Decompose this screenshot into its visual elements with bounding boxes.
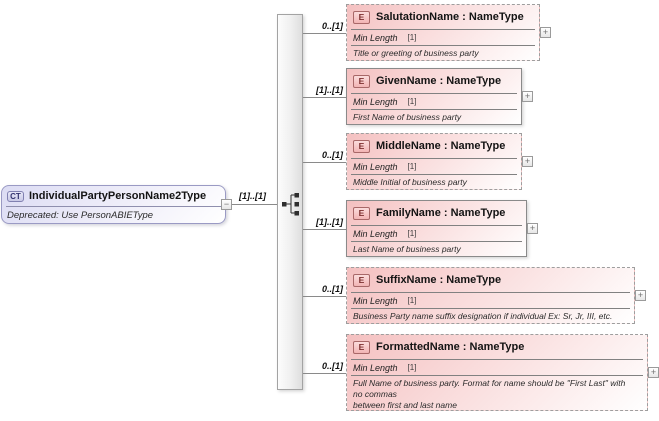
element-icon: E	[353, 340, 370, 354]
divider	[351, 359, 643, 360]
element-header: E FormattedName : NameType	[347, 335, 647, 359]
element-icon: E	[353, 273, 370, 287]
divider	[351, 292, 630, 293]
cardinality-label: [1]..[1]	[316, 217, 343, 227]
expand-icon[interactable]: +	[648, 367, 659, 378]
collapse-icon[interactable]: −	[221, 199, 232, 210]
element-box-family-name[interactable]: E FamilyName : NameType Min Length [1] L…	[346, 200, 527, 257]
element-description: Full Name of business party. Format for …	[353, 378, 626, 410]
facet-row: Min Length [1]	[347, 226, 526, 241]
expand-icon[interactable]: +	[527, 223, 538, 234]
complex-type-title: IndividualPartyPersonName2Type	[29, 190, 207, 202]
cardinality-label: [1]..[1]	[239, 191, 266, 201]
divider	[351, 29, 535, 30]
facet-value: [1]	[407, 162, 417, 171]
facet-row: Min Length [1]	[347, 94, 521, 109]
divider	[351, 158, 517, 159]
sequence-icon	[282, 193, 299, 216]
complex-type-annotation: Deprecated: Use PersonABIEType	[7, 210, 154, 221]
facet-value: [1]	[407, 296, 417, 305]
facet-label: Min Length	[353, 228, 398, 239]
divider	[351, 45, 535, 46]
facet-row: Min Length [1]	[347, 360, 647, 375]
divider	[351, 308, 630, 309]
element-title: GivenName : NameType	[376, 75, 502, 87]
connector-line	[303, 97, 346, 98]
complex-type-icon: CT	[7, 190, 24, 202]
divider	[351, 93, 517, 94]
cardinality-label: 0..[1]	[321, 361, 343, 371]
divider	[351, 174, 517, 175]
element-header: E GivenName : NameType	[347, 69, 521, 93]
element-description: Title or greeting of business party	[353, 48, 479, 58]
element-title: MiddleName : NameType	[376, 140, 506, 152]
facet-row: Min Length [1]	[347, 159, 521, 174]
facet-row: Min Length [1]	[347, 293, 634, 308]
facet-label: Min Length	[353, 362, 398, 373]
divider	[351, 375, 643, 376]
complex-type-header: CT IndividualPartyPersonName2Type	[2, 186, 225, 204]
connector-line	[232, 204, 277, 205]
element-description: Last Name of business party	[353, 244, 461, 254]
element-header: E SalutationName : NameType	[347, 5, 539, 29]
element-title: FamilyName : NameType	[376, 207, 506, 219]
facet-row: Min Length [1]	[347, 30, 539, 45]
connector-line	[303, 33, 346, 34]
connector-line	[303, 296, 346, 297]
expand-icon[interactable]: +	[540, 27, 551, 38]
facet-label: Min Length	[353, 32, 398, 43]
expand-icon[interactable]: +	[522, 91, 533, 102]
cardinality-label: 0..[1]	[321, 150, 343, 160]
divider	[351, 241, 522, 242]
element-icon: E	[353, 74, 370, 88]
connector-line	[303, 373, 346, 374]
complex-type-box-individual-party-person-name2-type[interactable]: CT IndividualPartyPersonName2Type Deprec…	[1, 185, 226, 224]
divider	[351, 225, 522, 226]
element-description: Middle Initial of business party	[353, 177, 467, 187]
expand-icon[interactable]: +	[522, 156, 533, 167]
element-header: E FamilyName : NameType	[347, 201, 526, 225]
connector-line	[303, 162, 346, 163]
facet-label: Min Length	[353, 295, 398, 306]
element-box-salutation-name[interactable]: E SalutationName : NameType Min Length […	[346, 4, 540, 61]
element-title: SalutationName : NameType	[376, 11, 524, 23]
element-title: FormattedName : NameType	[376, 341, 525, 353]
element-header: E SuffixName : NameType	[347, 268, 634, 292]
element-title: SuffixName : NameType	[376, 274, 502, 286]
element-icon: E	[353, 10, 370, 24]
connector-line	[303, 229, 346, 230]
element-box-formatted-name[interactable]: E FormattedName : NameType Min Length [1…	[346, 334, 648, 411]
element-box-suffix-name[interactable]: E SuffixName : NameType Min Length [1] B…	[346, 267, 635, 324]
facet-value: [1]	[407, 97, 417, 106]
element-box-middle-name[interactable]: E MiddleName : NameType Min Length [1] M…	[346, 133, 522, 190]
facet-value: [1]	[407, 229, 417, 238]
element-description: Business Party name suffix designation i…	[353, 311, 613, 321]
divider	[6, 206, 221, 207]
cardinality-label: 0..[1]	[321, 284, 343, 294]
divider	[351, 109, 517, 110]
element-icon: E	[353, 139, 370, 153]
element-icon: E	[353, 206, 370, 220]
facet-label: Min Length	[353, 161, 398, 172]
facet-label: Min Length	[353, 96, 398, 107]
expand-icon[interactable]: +	[635, 290, 646, 301]
cardinality-label: [1]..[1]	[316, 85, 343, 95]
facet-value: [1]	[407, 33, 417, 42]
cardinality-label: 0..[1]	[321, 21, 343, 31]
element-description: First Name of business party	[353, 112, 462, 122]
facet-value: [1]	[407, 363, 417, 372]
element-box-given-name[interactable]: E GivenName : NameType Min Length [1] Fi…	[346, 68, 522, 125]
element-header: E MiddleName : NameType	[347, 134, 521, 158]
